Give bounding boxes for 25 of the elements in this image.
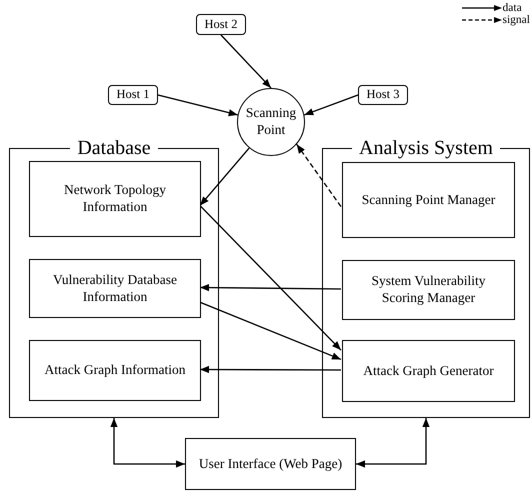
process-box: Attack Graph Information [29,340,201,401]
arrow [200,205,342,351]
double-arrow [110,418,185,468]
process-box: Attack Graph Generator [342,340,515,402]
process-box: Network Topology Information [29,161,201,237]
arrow [200,284,341,292]
group-title: Analysis System [352,137,500,159]
process-box: Vulnerability Database Information [29,259,201,318]
process-box: Scanning Point Manager [342,162,515,238]
arrow [158,94,238,116]
arrow [200,366,341,374]
process-box: User Interface (Web Page) [185,438,356,490]
arrow [200,148,250,206]
scanning-point-circle: Scanning Point [237,88,305,156]
host-box: Host 3 [358,85,408,105]
legend-label: data [502,2,522,14]
dashed-arrow [296,144,342,207]
arrow [200,302,342,360]
arrow [304,94,358,116]
host-box: Host 1 [108,85,158,105]
process-box: System Vulnerability Scoring Manager [342,260,515,320]
arrow [220,34,272,88]
legend-label: signal [502,14,530,26]
double-arrow [356,418,430,468]
host-box: Host 2 [196,14,246,35]
